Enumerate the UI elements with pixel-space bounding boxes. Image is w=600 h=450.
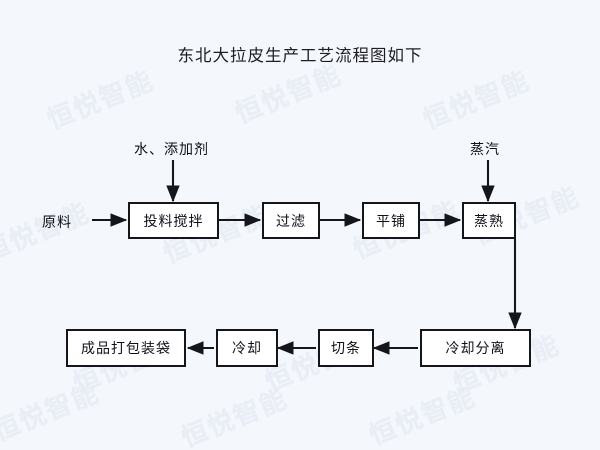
node-cutting[interactable]: 切条: [318, 329, 374, 367]
label-water-additive: 水、添加剂: [134, 142, 209, 158]
node-filtering[interactable]: 过滤: [262, 202, 320, 239]
node-cooling[interactable]: 冷却: [216, 329, 278, 367]
page-title: 东北大拉皮生产工艺流程图如下: [177, 46, 423, 65]
node-spreading[interactable]: 平铺: [362, 202, 420, 239]
node-steaming[interactable]: 蒸熟: [462, 202, 516, 239]
label-raw-material: 原料: [42, 215, 72, 231]
node-mixing[interactable]: 投料搅拌: [128, 202, 219, 239]
node-cooling-separation[interactable]: 冷却分离: [420, 329, 531, 367]
label-steam: 蒸汽: [470, 142, 500, 158]
node-packaging[interactable]: 成品打包装袋: [66, 329, 186, 367]
